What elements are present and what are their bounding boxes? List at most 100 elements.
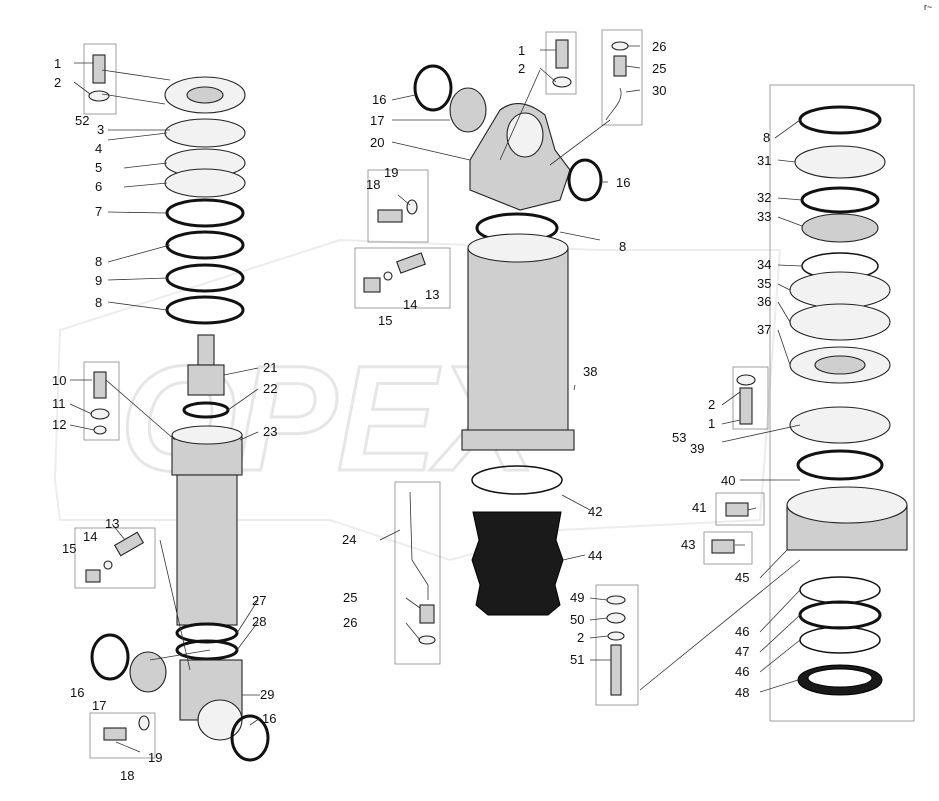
ring-28 — [175, 639, 239, 661]
bolt-1-right — [739, 387, 753, 425]
callout: 35 — [757, 276, 771, 291]
nut-50 — [606, 612, 626, 624]
callout: 13 — [105, 516, 119, 531]
washer-left-top — [88, 90, 110, 102]
callout: 8 — [95, 254, 102, 269]
callout: 19 — [148, 750, 162, 765]
bolt-center-top — [555, 39, 569, 69]
callout: 1 — [54, 56, 61, 71]
callout: 41 — [692, 500, 706, 515]
callout: 30 — [652, 83, 666, 98]
callout: 11 — [52, 396, 66, 411]
snap-ring-16-bottom — [230, 714, 270, 762]
callout: 45 — [735, 570, 749, 585]
callout: 29 — [260, 687, 274, 702]
callout: 37 — [757, 322, 771, 337]
snap-ring-16-right — [567, 158, 603, 202]
callout: 33 — [757, 209, 771, 224]
callouts-center: 1 2 26 25 30 16 17 20 19 18 16 8 13 14 1… — [342, 39, 666, 667]
washer-19 — [138, 715, 150, 731]
callout: 26 — [343, 615, 357, 630]
callout: 22 — [263, 381, 277, 396]
fitting-25-top — [613, 55, 627, 77]
callout: 2 — [518, 61, 525, 76]
ring-46b — [799, 626, 881, 654]
ring-40 — [796, 449, 884, 481]
washer-49 — [606, 595, 626, 605]
plug-43 — [711, 539, 735, 554]
washer-19-center — [406, 199, 418, 215]
cap-15 — [85, 569, 101, 583]
callout: 2 — [708, 397, 715, 412]
fitting-25-center — [419, 604, 435, 624]
callout: 16 — [70, 685, 84, 700]
ring-47 — [798, 600, 882, 630]
callout: 2 — [577, 630, 584, 645]
callout: 25 — [652, 61, 666, 76]
piston-21 — [187, 364, 225, 396]
tube-30 — [605, 87, 622, 121]
stud-51 — [610, 644, 622, 696]
callout: 15 — [62, 541, 76, 556]
callout: 2 — [54, 75, 61, 90]
callout: 40 — [721, 473, 735, 488]
callout: 32 — [757, 190, 771, 205]
ring-32 — [800, 186, 880, 214]
ring-8-right — [798, 105, 882, 135]
callouts-left: 1 2 52 3 4 5 6 7 8 9 8 10 11 12 21 22 23… — [52, 56, 277, 783]
callout: 27 — [252, 593, 266, 608]
ring-8a — [165, 230, 245, 260]
plate-39 — [789, 406, 891, 444]
left-assembly — [74, 43, 270, 762]
part-31 — [794, 145, 886, 179]
watermark-outline — [53, 238, 782, 562]
callout: 47 — [735, 644, 749, 659]
cap-15-center — [363, 277, 381, 293]
plate-6 — [164, 168, 246, 198]
right-frame — [769, 84, 915, 722]
ring-8b — [165, 295, 245, 325]
callout: 1 — [708, 416, 715, 431]
callout: 31 — [757, 153, 771, 168]
washer-26-center — [418, 635, 436, 645]
snap-ring-16-top — [413, 64, 453, 112]
callout: 3 — [97, 122, 104, 137]
piston-rod-21 — [197, 334, 215, 366]
leader-lines — [69, 45, 803, 753]
callouts-right: 8 31 32 33 34 35 36 37 2 1 53 39 40 41 4… — [672, 130, 771, 700]
callout: 44 — [588, 548, 602, 563]
callout: 43 — [681, 537, 695, 552]
bolt-41 — [725, 502, 749, 517]
bushing-17-top — [449, 87, 487, 133]
callout: 16 — [372, 92, 386, 107]
callout: 50 — [570, 612, 584, 627]
grease-nipple-18-center — [377, 209, 403, 223]
callout: 48 — [735, 685, 749, 700]
callout: 46 — [735, 664, 749, 679]
washer-12 — [93, 425, 107, 435]
callout: 23 — [263, 424, 277, 439]
callout: 20 — [370, 135, 384, 150]
ring-46a — [799, 576, 881, 604]
grease-nipple-18 — [103, 727, 127, 741]
callout: 17 — [92, 698, 106, 713]
callout: 9 — [95, 273, 102, 288]
callout: 7 — [95, 204, 102, 219]
callout: 42 — [588, 504, 602, 519]
callout: 14 — [83, 529, 97, 544]
callout: 24 — [342, 532, 356, 547]
head-20 — [469, 103, 571, 211]
bolt-10 — [93, 371, 107, 399]
fitting-13 — [113, 531, 145, 557]
callout: 6 — [95, 179, 102, 194]
callout: 10 — [52, 373, 66, 388]
callout: 8 — [763, 130, 770, 145]
callout: 28 — [252, 614, 266, 629]
fitting-13-center — [396, 252, 426, 274]
ring-14 — [103, 560, 113, 570]
cylinder-body — [176, 474, 238, 626]
washer-2-center — [607, 631, 625, 641]
callout: 34 — [757, 257, 771, 272]
tube-24 — [409, 491, 429, 600]
